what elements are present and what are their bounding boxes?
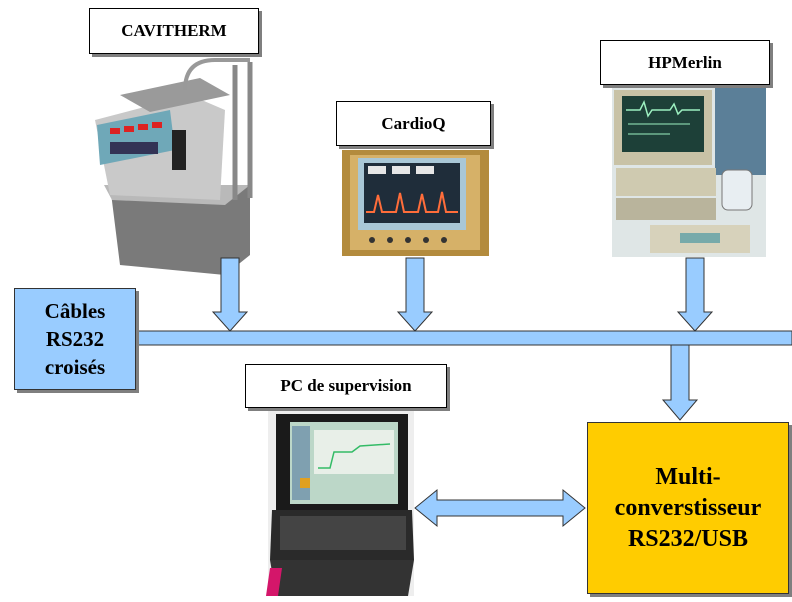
cables-rs232-box: Câbles RS232 croisés bbox=[14, 288, 136, 390]
arrow-pc-converter-bidirectional bbox=[414, 488, 586, 528]
hpmerlin-label: HPMerlin bbox=[600, 40, 770, 85]
hpmerlin-photo bbox=[612, 85, 766, 257]
arrow-bus-to-converter bbox=[661, 344, 699, 421]
rs232-bus bbox=[133, 330, 792, 346]
cables-line-2: RS232 bbox=[45, 327, 105, 351]
arrow-cardioq-to-bus bbox=[396, 257, 434, 332]
arrow-hpmerlin-to-bus bbox=[676, 257, 714, 332]
pc-supervision-label: PC de supervision bbox=[245, 364, 447, 408]
cavitherm-label: CAVITHERM bbox=[89, 8, 259, 54]
cables-line-3: croisés bbox=[44, 355, 106, 379]
multi-converter-box: Multi- converstisseur RS232/USB bbox=[587, 422, 789, 594]
cavitherm-photo bbox=[95, 58, 263, 280]
cardioq-photo bbox=[342, 150, 489, 256]
converter-line-1: Multi- bbox=[655, 463, 721, 490]
cardioq-label: CardioQ bbox=[336, 101, 491, 146]
cables-line-1: Câbles bbox=[44, 299, 106, 323]
pc-supervision-photo bbox=[266, 410, 414, 596]
converter-line-2: converstisseur bbox=[614, 494, 762, 521]
converter-line-3: RS232/USB bbox=[627, 525, 749, 552]
arrow-cavitherm-to-bus bbox=[211, 257, 249, 332]
